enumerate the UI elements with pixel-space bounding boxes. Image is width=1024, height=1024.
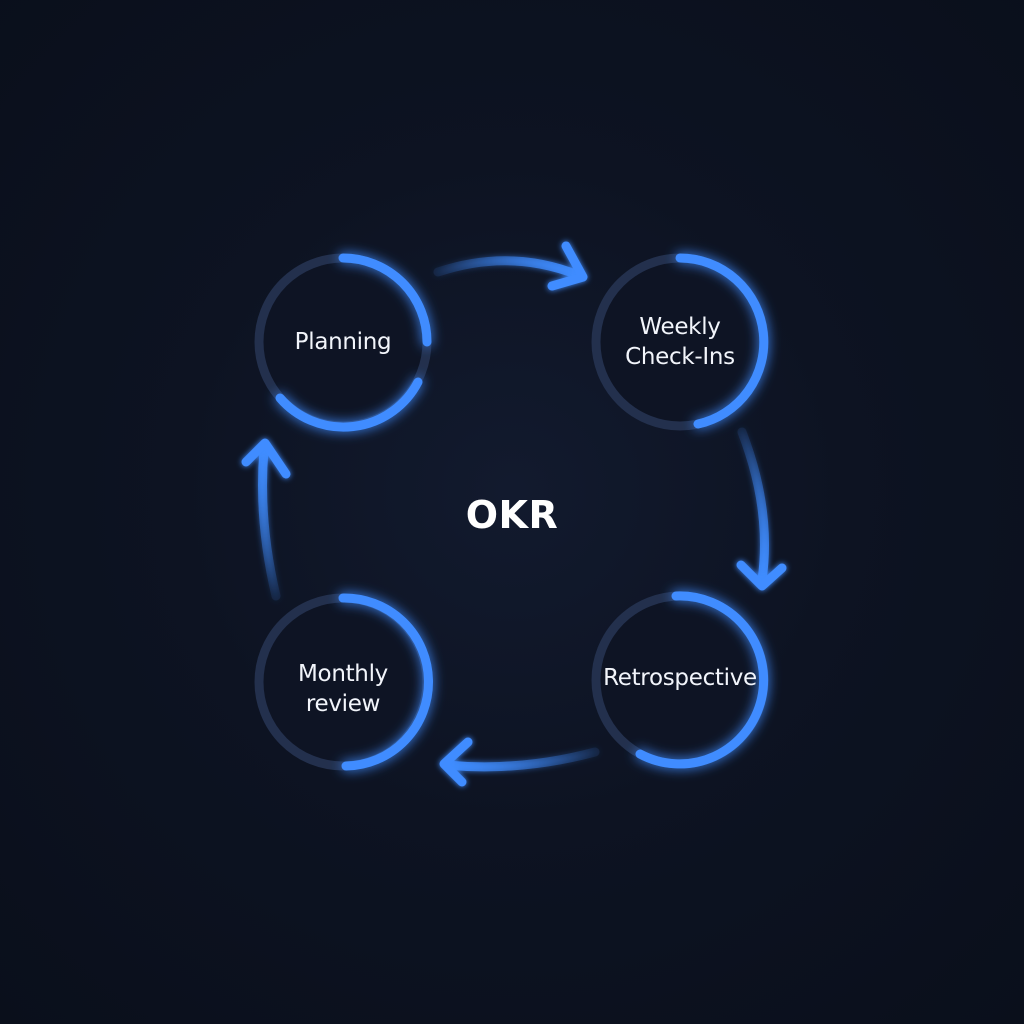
node-weekly-check-ins (591, 253, 769, 431)
node-retrospective (591, 591, 769, 769)
arrow-retro-to-monthly (439, 737, 600, 787)
node-label-retrospective: Retrospective (603, 665, 757, 691)
node-label-planning: Planning (294, 329, 392, 355)
arrow-weekly-to-retro (736, 427, 787, 591)
node-label-weekly-check-ins: Weekly Check-Ins (625, 314, 735, 370)
arrow-monthly-to-planning (241, 438, 291, 601)
node-label-monthly-review: Monthly review (298, 661, 388, 717)
node-planning (254, 253, 432, 432)
arrow-planning-to-weekly (433, 241, 588, 291)
center-label-okr: OKR (465, 493, 559, 537)
node-monthly-review (254, 593, 433, 771)
